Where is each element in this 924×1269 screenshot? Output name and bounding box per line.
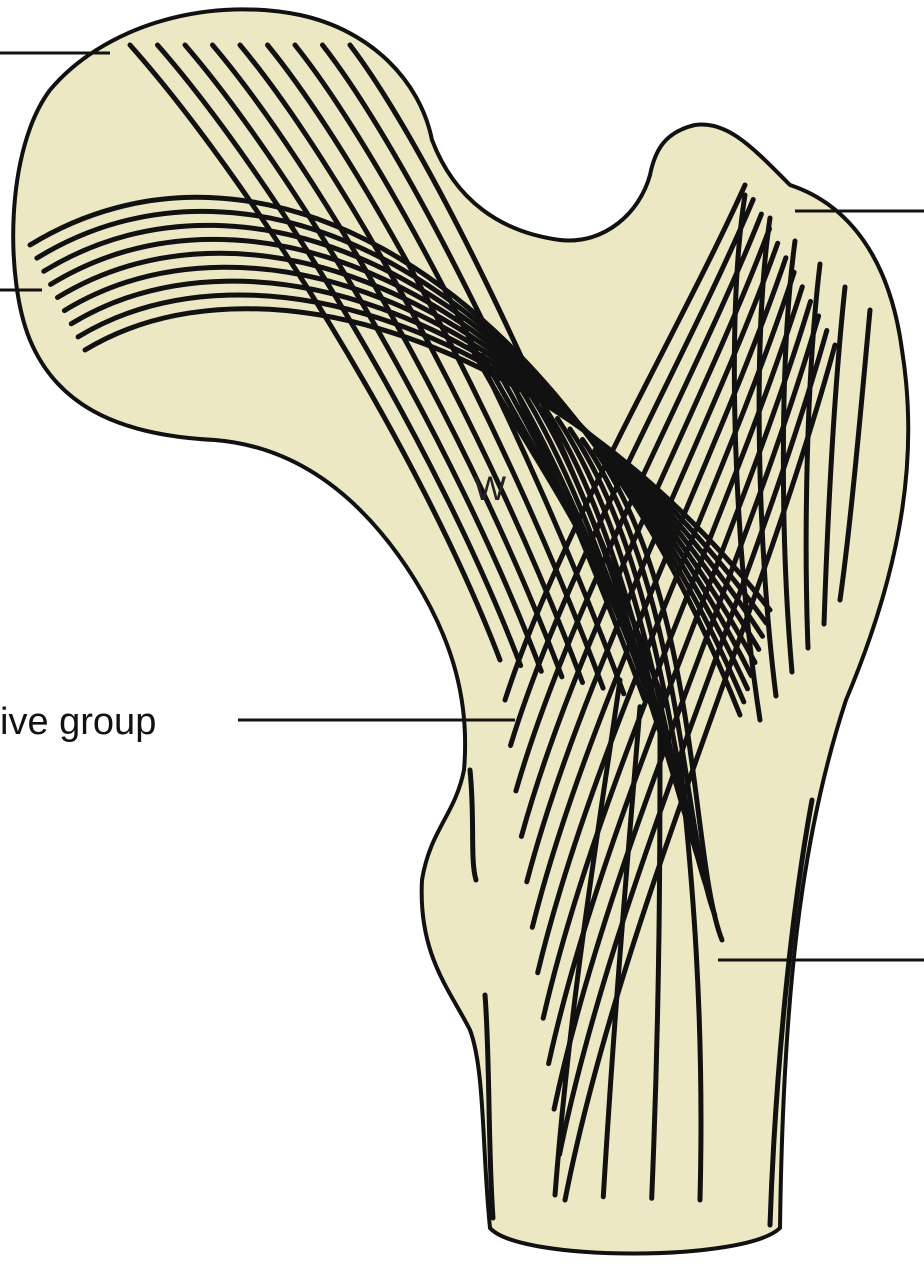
femur-outline — [13, 9, 908, 1253]
wards-triangle-label: W — [474, 470, 506, 508]
compressive-group-label: ive group — [0, 701, 156, 743]
